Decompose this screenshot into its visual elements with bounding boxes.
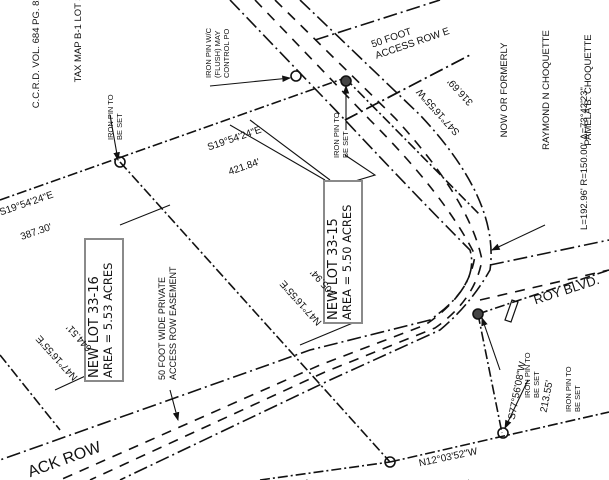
lot-33-16-box: NEW LOT 33-16 AREA = 5.53 ACRES — [84, 238, 124, 382]
iron-pin-note-2: IRON PIN TO BE SET — [332, 112, 350, 158]
iron-pin-note-1: IRON PIN TO BE SET — [106, 94, 124, 140]
top-left-note-line1: C.C.R.D. VOL. 684 PG. 828 — [31, 0, 42, 109]
lot-33-15-box: NEW LOT 33-15 AREA = 5.50 ACRES — [323, 180, 363, 324]
top-left-note-line2: TAX MAP B-1 LOT 33 — [73, 0, 84, 83]
bearing-7-angle: N12°03'52"W — [417, 446, 479, 470]
easement-left-label: 50 FOOT WIDE PRIVATE ACCESS ROW EASEMENT — [157, 266, 178, 380]
bearing-4-angle: N47°16'55"E — [34, 332, 81, 383]
bearing-5-distance: 316.69' — [445, 75, 476, 108]
bearing-1-angle: S19°54'24"E — [206, 124, 263, 154]
lot-33-16-area: AREA = 5.53 ACRES — [101, 262, 116, 378]
iron-pin-found-note: IRON PIN W/C (FLUSH) MAY CONTROL PO — [204, 28, 231, 78]
iron-pin-note-3: IRON PIN TO BE SET — [523, 352, 541, 398]
iron-pin-note-4: IRON PIN TO BE SET — [564, 366, 582, 412]
property-lines — [0, 77, 609, 480]
bearing-1-distance: 421.84' — [227, 156, 262, 178]
abutter-line1: NOW OR FORMERLY — [499, 42, 510, 138]
iron-pins — [114, 70, 509, 468]
curve-data: L=192.96' R=150.00' Δ=73°42'23" CHORD/ B… — [550, 69, 609, 230]
bearing-2-distance: 387.30' — [19, 221, 54, 243]
bearing-2-angle: S19°54'24"E — [0, 189, 55, 219]
curve-values: L=192.96' R=150.00' Δ=73°42'23" — [579, 87, 590, 230]
direction-arrow — [504, 299, 519, 323]
bearing-4-distance: 644.51' — [64, 321, 95, 354]
bearing-3-distance: 705.94' — [308, 266, 339, 299]
bearing-3-angle: N47°16'55"E — [278, 277, 325, 328]
top-left-note: C.C.R.D. VOL. 684 PG. 828 TAX MAP B-1 LO… — [2, 0, 114, 140]
bearing-7-distance: 200.00' — [424, 477, 484, 480]
